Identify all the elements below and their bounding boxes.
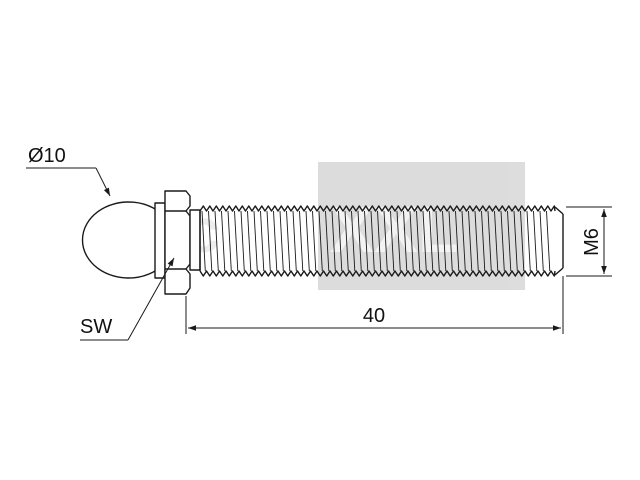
thread-line xyxy=(474,210,479,272)
thread-line xyxy=(253,210,258,272)
thread-line xyxy=(227,210,232,272)
thread-line xyxy=(260,210,265,272)
thread-line xyxy=(318,210,323,272)
thread-line xyxy=(201,210,206,272)
thread-line xyxy=(396,210,401,272)
thread-line xyxy=(292,210,297,272)
thread-line xyxy=(214,210,219,272)
thread-line xyxy=(266,210,271,272)
thread-line xyxy=(325,210,330,272)
hex-nut xyxy=(164,190,191,295)
thread-line xyxy=(520,210,525,272)
dim-thread xyxy=(566,206,612,277)
thread-line xyxy=(344,210,349,272)
length-label: 40 xyxy=(363,305,385,327)
thread-line xyxy=(513,210,518,272)
thread-line xyxy=(351,210,356,272)
thread-line xyxy=(364,210,369,272)
thread-line xyxy=(435,210,440,272)
thread-line xyxy=(208,210,213,272)
thread-line xyxy=(507,210,512,272)
thread-line xyxy=(279,210,284,272)
thread-line xyxy=(546,210,551,272)
thread-line xyxy=(487,210,492,272)
thread-line xyxy=(468,210,473,272)
thread-line xyxy=(273,210,278,272)
sw-leader-arrow xyxy=(127,257,175,341)
thread-line xyxy=(338,210,343,272)
thread-line xyxy=(533,210,538,272)
thread-line xyxy=(383,210,388,272)
thread-profile-top xyxy=(199,205,556,212)
thread-label: M6 xyxy=(581,228,603,256)
thread-line xyxy=(370,210,375,272)
thread-line xyxy=(539,210,544,272)
thread-line xyxy=(403,210,408,272)
thread-chamfer-top xyxy=(554,206,564,215)
dim-ball-diameter xyxy=(26,167,111,197)
thread-line xyxy=(299,210,304,272)
thread-chamfer-bottom xyxy=(554,267,564,276)
thread-line xyxy=(234,210,239,272)
thread-line xyxy=(500,210,505,272)
wrench-size-label: SW xyxy=(80,316,112,338)
thread-line xyxy=(422,210,427,272)
thread-line xyxy=(377,210,382,272)
thread-line xyxy=(494,210,499,272)
thread-line xyxy=(416,210,421,272)
watermark-text-right: XXL xyxy=(330,192,458,266)
thread-line xyxy=(526,210,531,272)
thread-line xyxy=(305,210,310,272)
thread-line xyxy=(312,210,317,272)
thread-profile-bottom xyxy=(199,270,556,277)
thread-line xyxy=(247,210,252,272)
thread-line xyxy=(455,210,460,272)
thread-line xyxy=(429,210,434,272)
thread-line xyxy=(481,210,486,272)
thread-line xyxy=(357,210,362,272)
ball-head xyxy=(81,201,167,279)
thread-line xyxy=(331,210,336,272)
ball-diameter-label: Ø10 xyxy=(28,145,66,167)
shaft-shoulder xyxy=(189,209,201,271)
thread-line xyxy=(221,210,226,272)
thread-line xyxy=(409,210,414,272)
ball-neck xyxy=(154,202,166,279)
thread-line xyxy=(461,210,466,272)
threaded-shaft xyxy=(199,205,556,277)
dim-wrench-size xyxy=(80,257,175,341)
thread-line xyxy=(240,210,245,272)
thread-line xyxy=(286,210,291,272)
thread-line xyxy=(448,210,453,272)
ball-leader-arrow xyxy=(95,167,111,197)
thread-line xyxy=(442,210,447,272)
dim-length xyxy=(185,276,564,334)
thread-line xyxy=(390,210,395,272)
